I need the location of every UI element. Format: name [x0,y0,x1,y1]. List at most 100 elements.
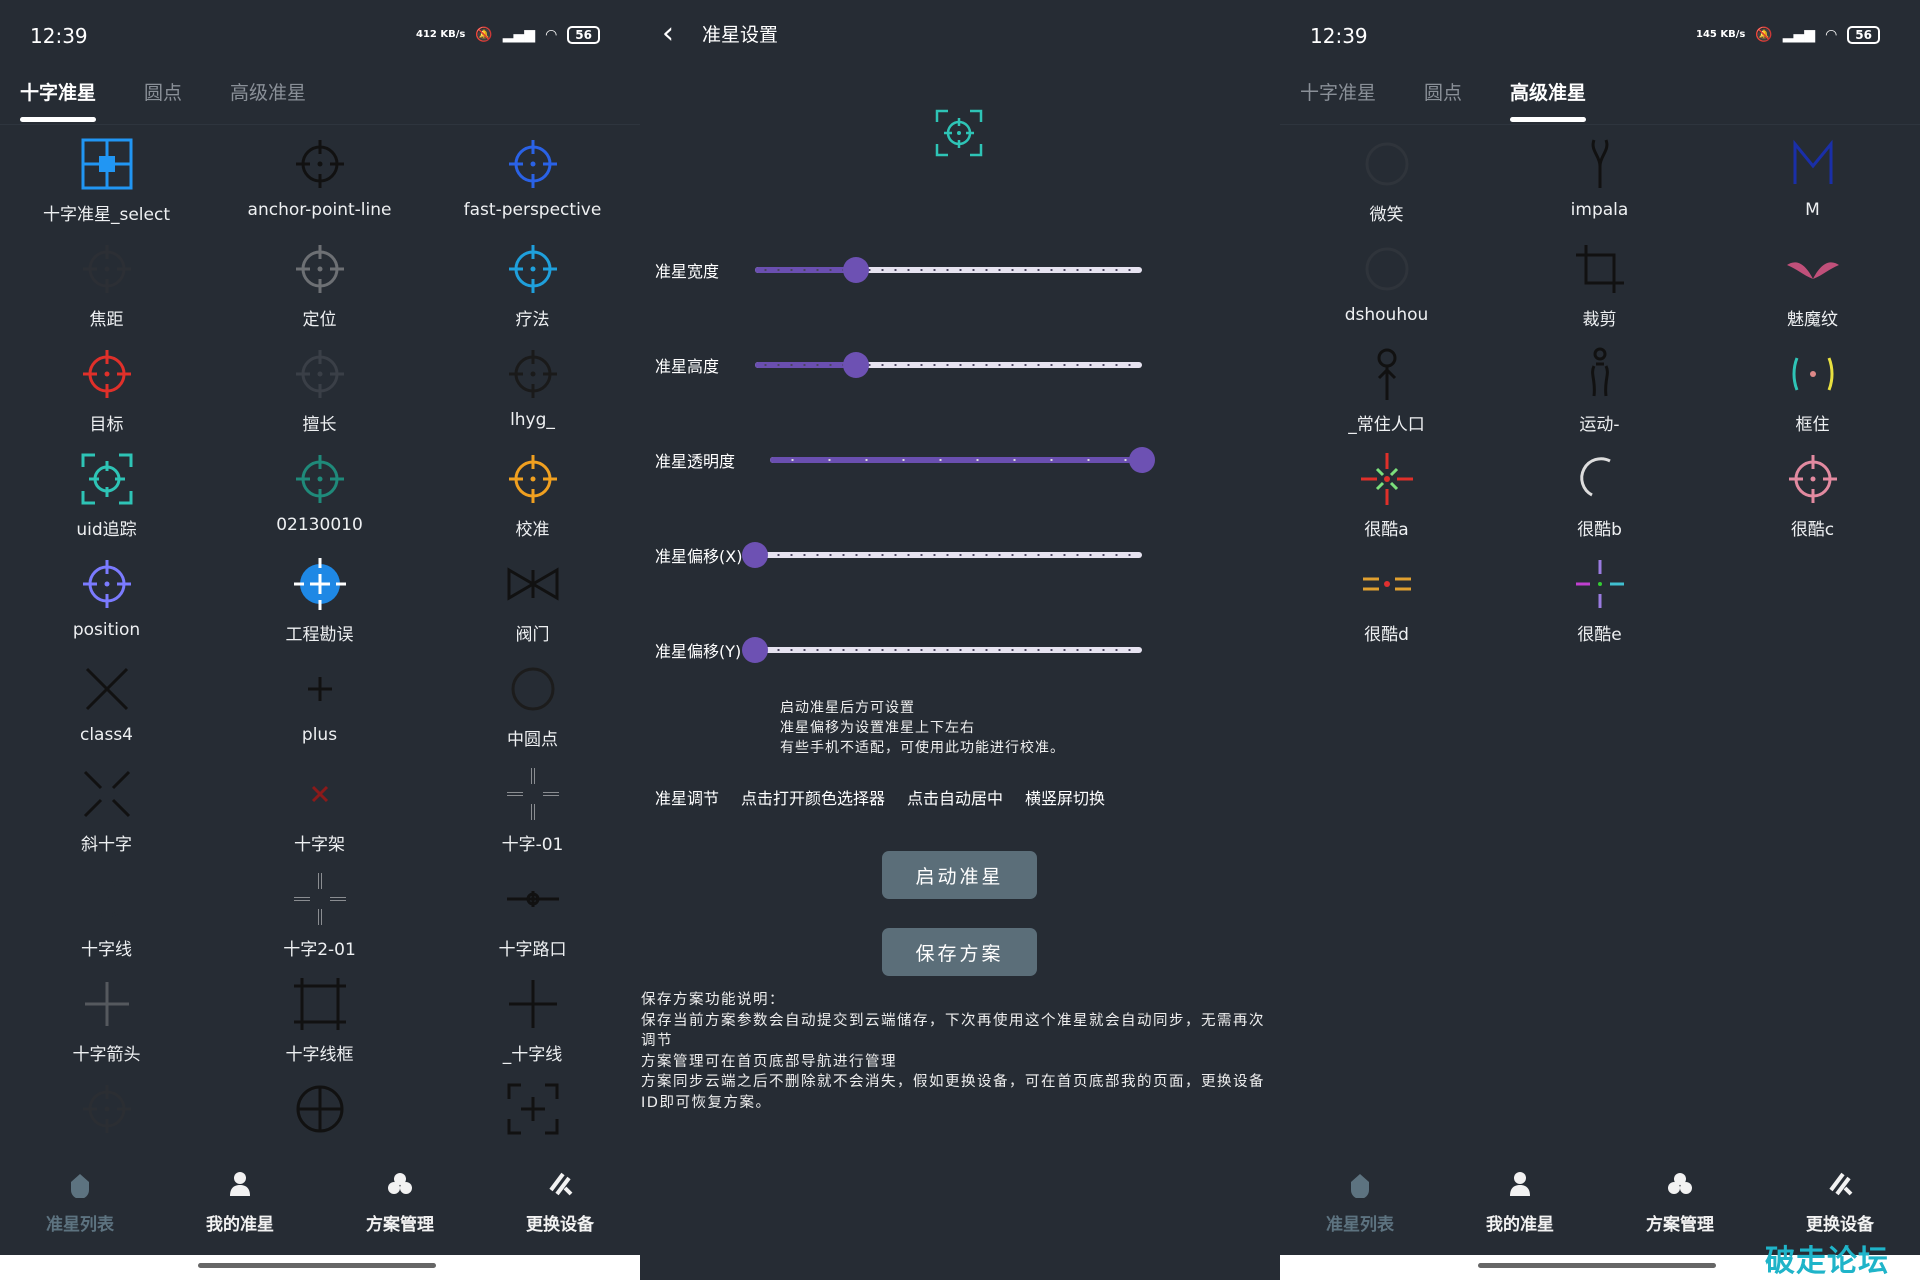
tab-dot[interactable]: 圆点 [144,82,183,104]
crosshair-item[interactable]: 疗法 [426,239,639,344]
slider-thumb[interactable] [842,352,869,378]
crosshair-item-label: _十字线 [502,1045,563,1065]
crosshair-item[interactable]: 十字准星_select [0,134,213,239]
slider-thumb[interactable] [1129,447,1155,473]
crosshair-item[interactable]: plus [213,659,426,764]
crosshair-item[interactable]: 十字2-01 [213,869,426,974]
crosshair-item[interactable]: 工程勘误 [213,554,426,659]
divider [0,124,640,125]
crosshair-item[interactable] [213,1079,426,1184]
crosshair-item[interactable]: 十字路口 [426,869,639,974]
crosshair-icon [295,245,344,293]
crosshair-item[interactable] [426,1079,639,1184]
slider-track[interactable] [742,542,1142,568]
crosshair-item[interactable]: 02130010 [213,449,426,554]
crosshair-item[interactable]: impala [1493,134,1706,239]
crosshair-item[interactable]: dshouhou [1280,239,1493,344]
save-plan-button[interactable]: 保存方案 [882,928,1037,976]
slider-track[interactable] [755,352,1142,378]
slider-thumb[interactable] [742,542,768,568]
crosshair-item[interactable]: 魅魔纹 [1706,239,1919,344]
crosshair-item[interactable]: 十字线框 [213,974,426,1079]
home-indicator[interactable] [198,1263,436,1268]
crosshair-item-label: _常住人口 [1348,415,1425,435]
nav-item[interactable]: 我的准星 [160,1160,320,1255]
crosshair-item[interactable]: uid追踪 [0,449,213,554]
crosshair-item[interactable]: 中圆点 [426,659,639,764]
crosshair-list-icon [1351,1174,1369,1198]
nav-item[interactable]: 更换设备 [480,1160,640,1255]
user-icon [1510,1172,1530,1196]
crosshair-item[interactable]: 斜十字 [0,764,213,869]
tab-crosshair[interactable]: 十字准星 [1300,82,1377,104]
crosshair-item[interactable]: position [0,554,213,659]
swap-device-icon [1829,1172,1853,1196]
auto-center-link[interactable]: 点击自动居中 [907,789,1004,808]
crosshair-item[interactable]: 校准 [426,449,639,554]
crosshair-item[interactable]: 阀门 [426,554,639,659]
slider-track[interactable] [742,637,1142,663]
split-cross-icon [293,873,346,925]
home-indicator[interactable] [1478,1263,1716,1268]
crosshair-settings-screen: ‹ 准星设置 准星宽度准星高度准星透明度准星偏移(X)准星偏移(Y) 启动准星后… [640,0,1280,1280]
battery-icon: 56 [567,26,600,44]
crosshair-item[interactable]: 很酷a [1280,449,1493,554]
crosshair-item[interactable]: 定位 [213,239,426,344]
crosshair-item[interactable]: 框住 [1706,344,1919,449]
crosshair-item[interactable]: fast-perspective [426,134,639,239]
crosshair-item[interactable]: class4 [0,659,213,764]
crosshair-item[interactable]: 运动- [1493,344,1706,449]
tab-advanced[interactable]: 高级准星 [1510,78,1587,122]
crosshair-item[interactable]: 十字-01 [426,764,639,869]
back-icon[interactable]: ‹ [662,16,674,51]
crosshair-item[interactable]: 焦距 [0,239,213,344]
crosshair-item[interactable]: _十字线 [426,974,639,1079]
nav-item[interactable]: 更换设备 [1760,1160,1920,1255]
signal-icon: ▂▄▆ [1782,27,1816,43]
tab-dot[interactable]: 圆点 [1424,82,1463,104]
crosshair-item[interactable]: 很酷c [1706,449,1919,554]
small-x-icon [311,785,328,803]
crosshair-item[interactable]: anchor-point-line [213,134,426,239]
slider-row: 准星高度 [655,345,1275,385]
crosshair-item[interactable]: 很酷d [1280,554,1493,659]
plus-icon [307,677,332,701]
tab-advanced[interactable]: 高级准星 [230,82,307,104]
slider-row: 准星偏移(Y) [655,630,1275,670]
crosshair-item[interactable]: 裁剪 [1493,239,1706,344]
crosshair-item[interactable]: 擅长 [213,344,426,449]
slider-thumb[interactable] [842,257,869,283]
crosshair-adjust-link[interactable]: 准星调节 [655,789,720,808]
slider-label: 准星高度 [655,357,720,376]
crosshair-item[interactable]: 很酷b [1493,449,1706,554]
nav-item[interactable]: 方案管理 [1600,1160,1760,1255]
nav-item[interactable]: 方案管理 [320,1160,480,1255]
crosshair-item[interactable]: 十字线 [0,869,213,974]
nav-item[interactable]: 我的准星 [1440,1160,1600,1255]
nav-item[interactable]: 准星列表 [1280,1160,1440,1255]
nav-item[interactable]: 准星列表 [0,1160,160,1255]
slider-thumb[interactable] [742,637,768,663]
tab-crosshair[interactable]: 十字准星 [20,78,97,122]
color-picker-link[interactable]: 点击打开颜色选择器 [741,789,886,808]
bottom-nav: 准星列表我的准星方案管理更换设备 [0,1160,640,1255]
crosshair-item[interactable] [0,1079,213,1184]
start-crosshair-button[interactable]: 启动准星 [882,851,1037,899]
slider-track[interactable] [770,447,1155,473]
slider-track[interactable] [755,257,1142,283]
crosshair-item[interactable]: lhyg_ [426,344,639,449]
crosshair-item[interactable]: 微笑 [1280,134,1493,239]
crosshair-item[interactable]: M [1706,134,1919,239]
crosshair-item[interactable]: 目标 [0,344,213,449]
orientation-toggle-link[interactable]: 横竖屏切换 [1025,789,1106,808]
crosshair-item[interactable]: 十字箭头 [0,974,213,1079]
crosshair-item[interactable]: 十字架 [213,764,426,869]
crosshair-item[interactable]: 很酷e [1493,554,1706,659]
crosshair-icon [508,350,557,398]
smile-icon [1365,247,1408,291]
crosshair-item[interactable]: _常住人口 [1280,344,1493,449]
crosshair-icon [295,350,344,398]
signal-icon: ▂▄▆ [502,27,536,43]
crosshair-list-icon [71,1174,89,1198]
crosshair-item-label: 斜十字 [81,835,132,855]
